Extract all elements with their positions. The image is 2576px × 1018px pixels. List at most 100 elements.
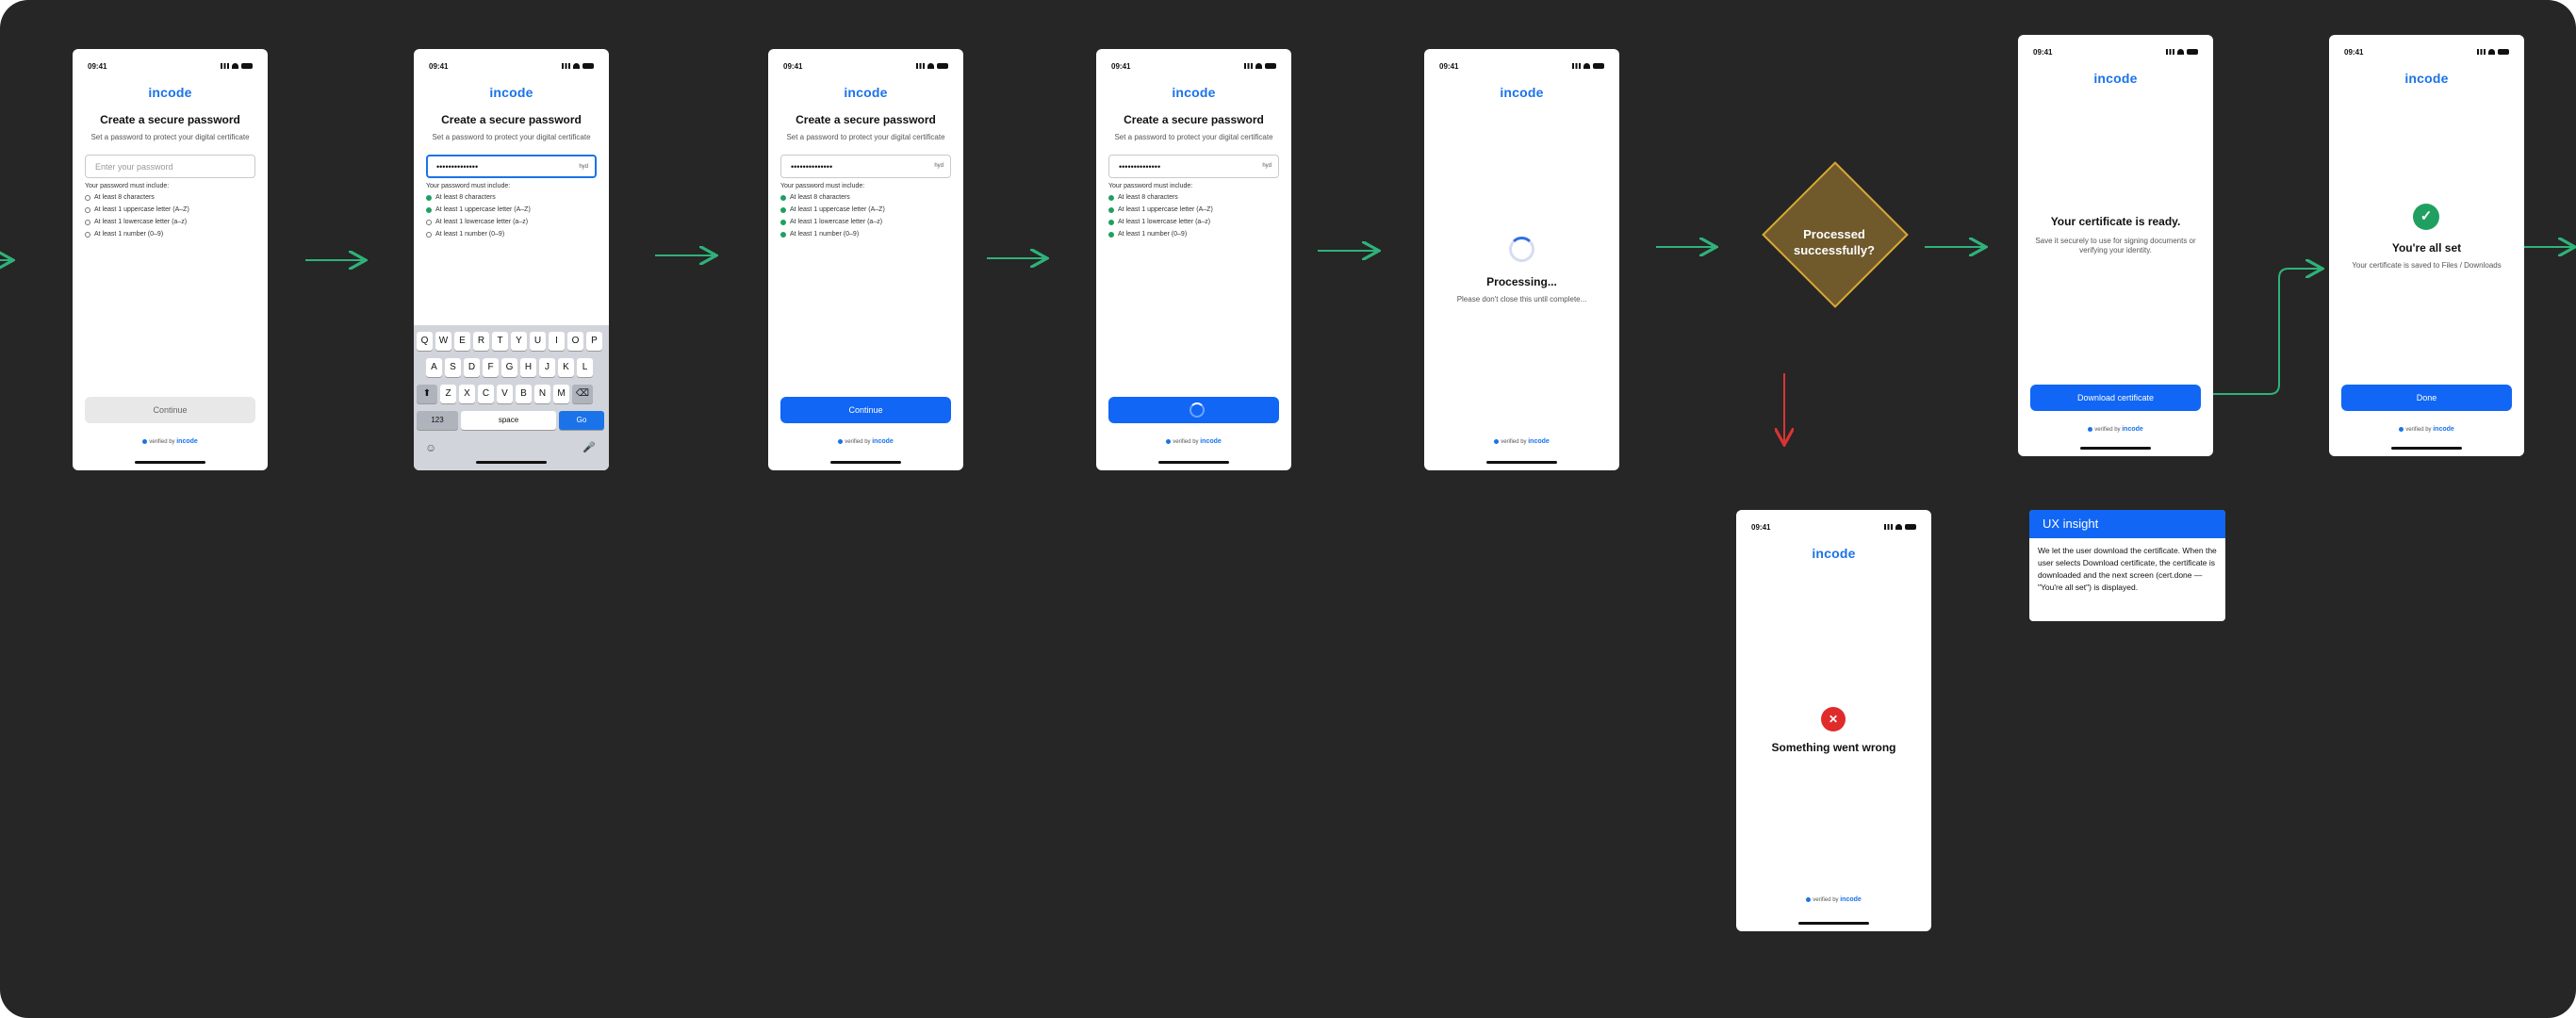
continue-button[interactable]: Continue xyxy=(780,397,951,423)
show-password-toggle[interactable]: hyd xyxy=(1262,163,1272,169)
emoji-icon[interactable]: ☺ xyxy=(425,441,437,454)
battery-icon xyxy=(241,63,253,69)
page-subtitle: Set a password to protect your digital c… xyxy=(90,133,250,141)
loading-spinner-icon xyxy=(1190,402,1205,418)
password-input[interactable]: Enter your password xyxy=(85,155,255,178)
rule-item: At least 1 lowercase letter (a–z) xyxy=(85,216,255,228)
key[interactable]: O xyxy=(567,332,583,351)
download-certificate-button[interactable]: Download certificate xyxy=(2030,385,2201,411)
rule-item: At least 1 number (0–9) xyxy=(85,228,255,240)
screen-password-typing: 09:41 incode Create a secure password Se… xyxy=(414,49,609,470)
key[interactable]: N xyxy=(534,385,550,403)
verified-icon xyxy=(1494,438,1500,444)
verified-badge: verified by incode xyxy=(2329,426,2524,433)
home-indicator xyxy=(1798,922,1869,925)
show-password-toggle[interactable]: hyd xyxy=(934,163,943,169)
key[interactable]: E xyxy=(454,332,470,351)
verified-icon xyxy=(2399,426,2404,432)
wifi-icon xyxy=(573,63,580,69)
numbers-key[interactable]: 123 xyxy=(417,411,458,430)
key[interactable]: Q xyxy=(417,332,433,351)
key[interactable]: T xyxy=(492,332,508,351)
key[interactable]: L xyxy=(577,358,593,377)
key[interactable]: R xyxy=(473,332,489,351)
flow-arrow-7 xyxy=(2206,269,2321,395)
password-input[interactable]: ••••••••••••••hyd xyxy=(780,155,951,178)
key[interactable]: U xyxy=(530,332,546,351)
status-icons xyxy=(562,63,594,69)
status-icons xyxy=(1572,63,1604,69)
page-title: Create a secure password xyxy=(1124,113,1264,126)
verified-badge: verified by incode xyxy=(1736,896,1931,903)
continue-button-disabled[interactable]: Continue xyxy=(85,397,255,423)
rule-item: At least 8 characters xyxy=(426,191,597,204)
shift-key-icon[interactable]: ⬆ xyxy=(417,385,437,403)
key[interactable]: W xyxy=(435,332,451,351)
key[interactable]: X xyxy=(459,385,475,403)
status-icons xyxy=(2477,49,2509,55)
key[interactable]: A xyxy=(426,358,442,377)
verified-icon xyxy=(2088,426,2093,432)
key[interactable]: P xyxy=(586,332,602,351)
brand-logo: incode xyxy=(844,85,888,100)
signal-icon xyxy=(916,63,925,69)
brand-logo: incode xyxy=(1812,546,1856,561)
rule-item: At least 1 lowercase letter (a–z) xyxy=(1108,216,1279,228)
rule-met-icon xyxy=(780,231,786,238)
status-icons xyxy=(2166,49,2198,55)
screen-certificate-ready: 09:41 incode Your certificate is ready. … xyxy=(2018,35,2213,456)
continue-button-loading[interactable] xyxy=(1108,397,1279,423)
key[interactable]: Y xyxy=(511,332,527,351)
key[interactable]: C xyxy=(478,385,494,403)
status-time: 09:41 xyxy=(1439,62,1459,71)
rule-item: At least 1 number (0–9) xyxy=(780,228,951,240)
verified-badge: verified by incode xyxy=(2018,426,2213,433)
done-button[interactable]: Done xyxy=(2341,385,2512,411)
rule-pending-icon xyxy=(85,219,90,225)
home-indicator xyxy=(830,461,901,464)
signal-icon xyxy=(1884,524,1893,530)
key[interactable]: S xyxy=(445,358,461,377)
rule-met-icon xyxy=(780,219,786,225)
page-subtitle: Set a password to protect your digital c… xyxy=(1114,133,1273,141)
rule-item: At least 1 uppercase letter (A–Z) xyxy=(426,204,597,216)
key[interactable]: B xyxy=(516,385,532,403)
wifi-icon xyxy=(232,63,238,69)
go-key[interactable]: Go xyxy=(559,411,604,430)
status-icons xyxy=(1884,524,1916,530)
show-password-toggle[interactable]: hyd xyxy=(579,164,588,170)
verified-icon xyxy=(1806,896,1812,902)
screen-processing: 09:41 incode Processing... Please don't … xyxy=(1424,49,1619,470)
password-rules: Your password must include: At least 8 c… xyxy=(1108,183,1279,240)
brand-logo: incode xyxy=(1172,85,1216,100)
password-input[interactable]: ••••••••••••••hyd xyxy=(1108,155,1279,178)
password-input-focused[interactable]: ••••••••••••••hyd xyxy=(426,155,597,178)
key[interactable]: V xyxy=(497,385,513,403)
wifi-icon xyxy=(1583,63,1590,69)
wifi-icon xyxy=(2177,49,2184,55)
key[interactable]: F xyxy=(483,358,499,377)
page-title: Create a secure password xyxy=(796,113,936,126)
key[interactable]: K xyxy=(558,358,574,377)
key[interactable]: M xyxy=(553,385,569,403)
rule-item: At least 8 characters xyxy=(1108,191,1279,204)
rule-item: At least 1 lowercase letter (a–z) xyxy=(780,216,951,228)
backspace-key-icon[interactable]: ⌫ xyxy=(572,385,593,403)
space-key[interactable]: space xyxy=(461,411,556,430)
key[interactable]: J xyxy=(539,358,555,377)
microphone-icon[interactable]: 🎤 xyxy=(582,442,596,453)
key[interactable]: I xyxy=(549,332,565,351)
key[interactable]: G xyxy=(501,358,517,377)
battery-icon xyxy=(937,63,948,69)
key[interactable]: Z xyxy=(440,385,456,403)
verified-badge: verified by incode xyxy=(768,438,963,445)
key[interactable]: H xyxy=(520,358,536,377)
rule-item: At least 1 uppercase letter (A–Z) xyxy=(1108,204,1279,216)
battery-icon xyxy=(1905,524,1916,530)
verified-icon xyxy=(1166,438,1172,444)
key[interactable]: D xyxy=(464,358,480,377)
